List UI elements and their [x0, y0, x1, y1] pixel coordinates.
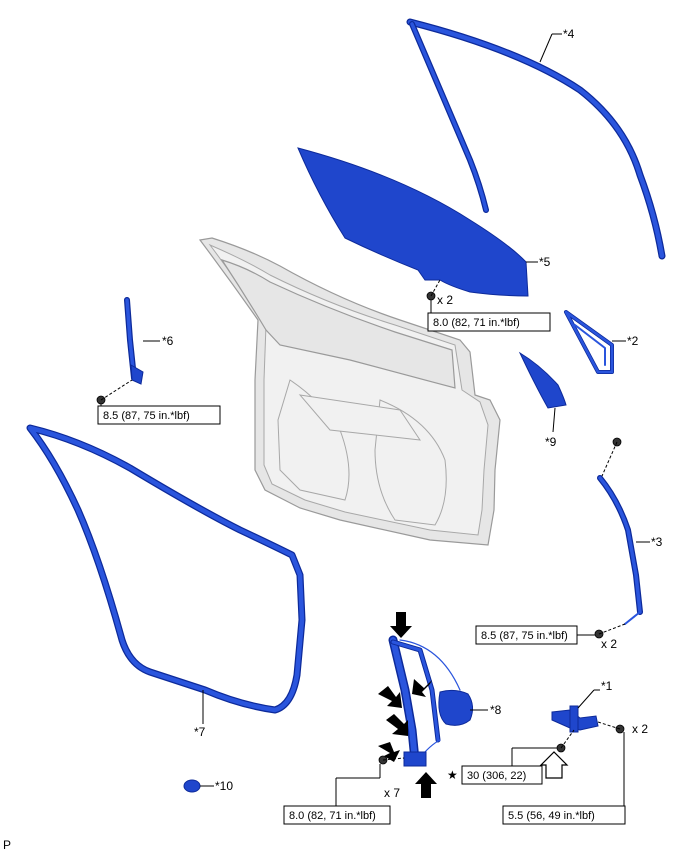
door-panel [198, 237, 501, 546]
label-part-9: *9 [545, 435, 557, 449]
label-part-4: *4 [563, 27, 575, 41]
attachment-arrows [378, 612, 569, 798]
label-part-1: *1 [601, 679, 613, 693]
qty-front-sash: x 2 [601, 637, 617, 651]
label-part-8: *8 [490, 703, 502, 717]
part-6-rear-sash-channel [124, 297, 144, 385]
qty-motor-bolt: x 2 [632, 722, 648, 736]
qty-glass: x 2 [437, 293, 453, 307]
part-5-door-glass [297, 147, 529, 297]
part-7-door-weatherstrip [26, 424, 306, 714]
part-8-window-regulator [388, 635, 474, 767]
label-part-7: *7 [194, 725, 206, 739]
star-symbol: ★ [447, 768, 458, 782]
torque-rear-sash: 8.5 (87, 75 in.*lbf) [103, 410, 190, 422]
part-labels: *4 *5 *6 *2 *9 *3 *7 *8 *1 *10 [143, 27, 663, 793]
torque-front-sash: 8.5 (87, 75 in.*lbf) [481, 630, 568, 642]
part-1-motor-bracket [551, 705, 599, 733]
label-part-2: *2 [627, 334, 639, 348]
torque-glass: 8.0 (82, 71 in.*lbf) [433, 317, 520, 329]
torque-callouts: x 2 8.0 (82, 71 in.*lbf) 8.5 (87, 75 in.… [97, 293, 648, 825]
part-9-quarter-glass [518, 351, 567, 409]
part-2-quarter-frame [564, 310, 614, 374]
label-part-6: *6 [162, 334, 174, 348]
part-3-front-sash-channel [597, 475, 643, 625]
corner-code: P [3, 838, 11, 852]
label-part-10: *10 [215, 779, 233, 793]
label-part-3: *3 [651, 535, 663, 549]
torque-motor-bolt: 5.5 (56, 49 in.*lbf) [508, 810, 595, 822]
torque-regulator: 8.0 (82, 71 in.*lbf) [289, 810, 376, 822]
qty-regulator: x 7 [384, 786, 400, 800]
part-4-glass-run [406, 18, 666, 260]
part-10-hole-plug [183, 779, 201, 793]
label-part-5: *5 [539, 255, 551, 269]
torque-motor-star: 30 (306, 22) [467, 770, 526, 782]
